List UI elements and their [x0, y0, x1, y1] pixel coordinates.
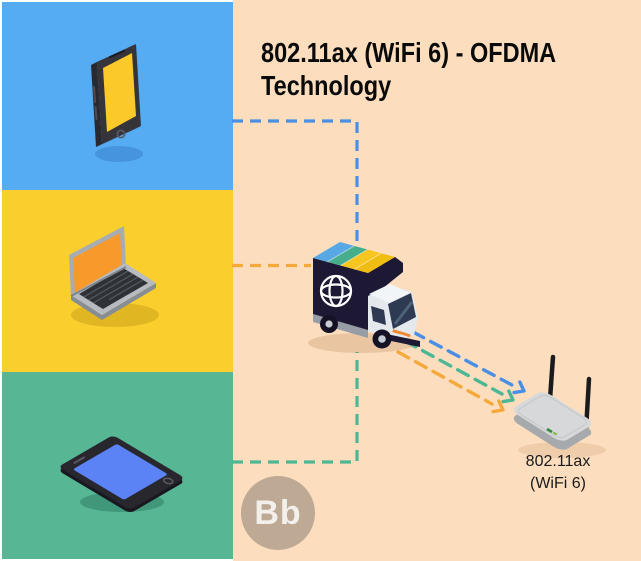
router-top: [510, 390, 595, 443]
brand-watermark-label: Bb: [254, 493, 302, 532]
arrow-truck-to-router-orange: [396, 350, 505, 414]
phone-side-edge: [91, 62, 102, 147]
sidebar-panel-laptop: [2, 190, 233, 372]
sidebar-panel-tablet: [2, 372, 233, 559]
package-yellow-1: [340, 249, 382, 270]
truck-box-rear-rim: [368, 257, 403, 300]
laptop-base-edge: [71, 283, 156, 320]
diagram-background: [233, 0, 641, 561]
tablet-speaker-slit: [74, 457, 85, 463]
phone-home-button: [116, 129, 126, 139]
link-tablet-to-truck: [232, 352, 359, 464]
router-label-line-2: (WiFi 6): [530, 475, 586, 492]
truck-rear-hub: [325, 320, 333, 328]
router-led-lime: [552, 431, 558, 436]
wifi-router: [510, 354, 606, 458]
page-title: 802.11ax (WiFi 6) - OFDMA Technology: [261, 36, 556, 102]
brand-watermark-badge: Bb: [241, 476, 315, 550]
package-yellow-2: [354, 253, 395, 273]
router-body: [513, 392, 592, 441]
phone-screen: [103, 53, 136, 132]
router-label-line-1: 802.11ax: [525, 453, 591, 470]
package-seams: [327, 245, 382, 270]
delivery-truck: [308, 242, 420, 353]
device-sidebar: [0, 0, 233, 561]
router-label: 802.11ax (WiFi 6): [500, 451, 616, 495]
laptop-screen: [73, 233, 122, 293]
truck-front-hub: [378, 335, 386, 343]
globe-icon: [319, 274, 353, 308]
title-line-1: 802.11ax (WiFi 6) - OFDMA: [261, 37, 557, 68]
truck-cab-roof: [369, 284, 410, 303]
truck-side-window: [371, 306, 386, 325]
arrow-truck-to-router-green: [403, 339, 515, 404]
sidebar-panel-smartphone: [2, 2, 233, 190]
truck-headlight-right: [401, 332, 411, 337]
router-shadow: [518, 442, 606, 458]
laptop-hinge: [70, 266, 127, 297]
smartphone-illustration: [91, 44, 143, 162]
link-smartphone-to-truck: [232, 119, 359, 250]
tablet-home-button: [162, 477, 175, 485]
laptop-illustration: [69, 226, 159, 327]
tablet-illustration: [2, 372, 233, 559]
tablet-top: [58, 435, 185, 510]
tablet-screen: [73, 444, 167, 500]
package-blue: [313, 242, 355, 262]
phone-speaker-slit: [109, 50, 125, 58]
truck-headlight-left: [392, 329, 403, 335]
package-green: [327, 245, 368, 266]
router-top-ridge: [516, 394, 590, 440]
phone-volume-button: [93, 86, 96, 103]
smartphone-shadow: [95, 146, 143, 162]
windshield-reflection: [393, 301, 414, 325]
laptop-keyboard: [79, 268, 148, 309]
laptop-trackpad: [95, 298, 113, 308]
router-led-green: [546, 427, 553, 434]
title-line-2: Technology: [261, 70, 392, 101]
arrow-truck-to-router-blue: [411, 330, 526, 395]
truck-cargo-box: [313, 258, 368, 330]
truck-windshield: [388, 293, 416, 329]
phone-power-button: [94, 106, 98, 120]
